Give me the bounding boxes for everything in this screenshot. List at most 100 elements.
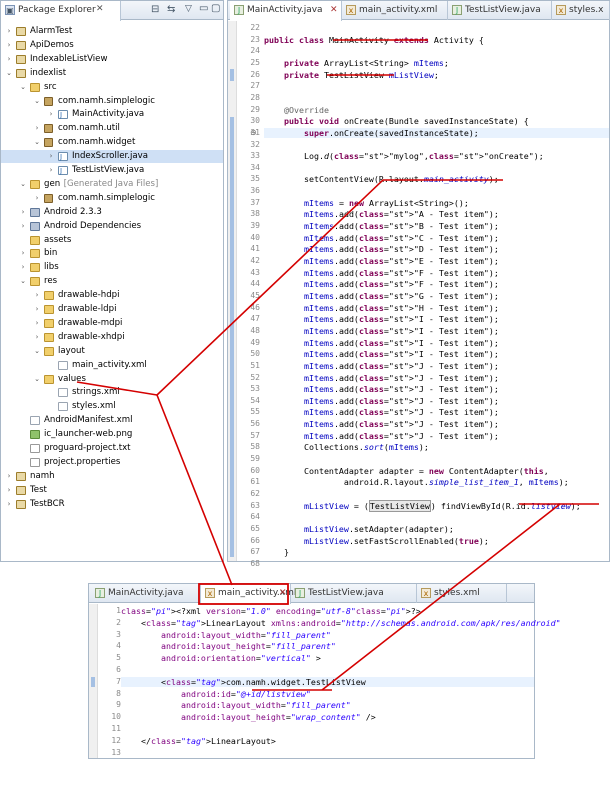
collapse-arrow-icon[interactable]: ›	[49, 166, 53, 174]
tree-item[interactable]: ⌄gen[Generated Java Files]	[1, 178, 223, 191]
tree-item[interactable]: ›TestListView.java	[1, 164, 223, 178]
tree-item[interactable]: main_activity.xml	[1, 359, 223, 372]
tree-item[interactable]: ic_launcher-web.png	[1, 428, 223, 441]
tree-item[interactable]: ⌄com.namh.simplelogic	[1, 95, 223, 108]
line-number: 10	[111, 712, 121, 722]
tree-item-label: Android Dependencies	[44, 220, 142, 231]
expand-icon[interactable]: ⌄	[34, 346, 40, 355]
collapse-arrow-icon[interactable]: ›	[21, 263, 25, 272]
tree-item[interactable]: ⌄values	[1, 373, 223, 386]
expand-icon[interactable]: ⌄	[20, 277, 26, 286]
line-number: 29	[250, 104, 260, 114]
code-line: mListView.setFastScrollEnabled(true);	[303, 535, 489, 546]
line-number: 24	[250, 46, 260, 56]
collapse-arrow-icon[interactable]: ›	[7, 40, 11, 49]
tree-item[interactable]: › Android Dependencies	[1, 220, 223, 233]
tree-item[interactable]: assets	[1, 234, 223, 247]
collapse-arrow-icon[interactable]: ›	[7, 54, 11, 63]
close-tab-icon[interactable]: ✕	[330, 5, 338, 15]
tree-item[interactable]: ›com.namh.simplelogic	[1, 192, 223, 205]
tree-item[interactable]: ⌄src	[1, 81, 223, 94]
tree-item[interactable]: ›libs	[1, 261, 223, 274]
tree-item[interactable]: ›Android 2.3.3	[1, 206, 223, 219]
link-with-editor-icon[interactable]: ⇆	[167, 4, 176, 15]
tree-item[interactable]: ›bin	[1, 247, 223, 260]
line-number: 30	[250, 116, 260, 126]
tree-item[interactable]: ›MainActivity.java	[1, 108, 223, 122]
tree-item[interactable]: › namh	[1, 470, 223, 483]
tree-item[interactable]: ›AlarmTest	[1, 25, 223, 38]
java-icon	[58, 151, 68, 164]
line-number: 39	[250, 221, 260, 231]
tree-item[interactable]: ⌄indexlist	[1, 67, 223, 80]
tree-item[interactable]: ›drawable-mdpi	[1, 317, 223, 330]
collapse-arrow-icon[interactable]: ›	[35, 332, 39, 341]
close-tab-icon[interactable]: ✕	[279, 588, 287, 598]
tree-item[interactable]: ⌄com.namh.widget	[1, 136, 223, 149]
tree-item[interactable]: ›TestBCR	[1, 498, 223, 511]
collapse-arrow-icon[interactable]: ›	[7, 471, 11, 480]
tree-item[interactable]: ⌄layout	[1, 345, 223, 358]
package-explorer-tab[interactable]: ▣ Package Explorer	[1, 1, 121, 21]
tree-item[interactable]: ›IndexScroller.java	[1, 150, 223, 164]
project-icon	[16, 54, 26, 64]
expand-icon[interactable]: ⌄	[20, 179, 26, 188]
line-number: 25	[250, 57, 260, 67]
collapse-arrow-icon[interactable]: ›	[21, 221, 25, 230]
expand-icon[interactable]: ⌄	[6, 68, 12, 77]
fold-icon[interactable]: ⊖	[250, 128, 257, 137]
tree-item[interactable]: ›drawable-xhdpi	[1, 331, 223, 344]
expand-icon[interactable]: ⌄	[34, 96, 40, 105]
line-number: 60	[250, 465, 260, 475]
collapse-arrow-icon[interactable]: ›	[21, 207, 25, 216]
collapse-arrow-icon[interactable]: ›	[7, 499, 11, 508]
tree-item[interactable]: proguard-project.txt	[1, 442, 223, 455]
collapse-all-icon[interactable]: ⊟	[151, 4, 160, 15]
tree-item[interactable]: ›ApiDemos	[1, 39, 223, 52]
close-icon[interactable]: ✕	[96, 4, 104, 14]
tree-item[interactable]: ›IndexableListView	[1, 53, 223, 66]
minimize-icon[interactable]: ▭	[199, 3, 209, 14]
tree-item-label: namh	[30, 470, 55, 481]
tree-item[interactable]: ›drawable-ldpi	[1, 303, 223, 316]
line-number: 36	[250, 186, 260, 196]
tree-item[interactable]: ›drawable-hdpi	[1, 289, 223, 302]
line-number: 12	[111, 735, 121, 745]
collapse-arrow-icon[interactable]: ›	[21, 249, 25, 258]
collapse-arrow-icon[interactable]: ›	[35, 318, 39, 327]
editor-tab-label: TestListView.java	[308, 588, 384, 598]
expand-icon[interactable]: ⌄	[34, 374, 40, 383]
collapse-arrow-icon[interactable]: ›	[35, 305, 39, 313]
tree-item[interactable]: project.properties	[1, 456, 223, 469]
view-menu-icon[interactable]: ▽	[185, 4, 192, 14]
collapse-arrow-icon[interactable]: ›	[35, 193, 39, 202]
tree-item[interactable]: ›com.namh.util	[1, 122, 223, 135]
tree-item[interactable]: ›Test	[1, 484, 223, 497]
expand-icon[interactable]: ⌄	[20, 82, 26, 91]
tree-item[interactable]: styles.xml	[1, 400, 223, 413]
line-number: 33	[250, 151, 260, 161]
maximize-icon[interactable]: ▢	[211, 3, 221, 14]
collapse-arrow-icon[interactable]: ›	[35, 291, 39, 300]
line-number: 57	[250, 430, 260, 440]
tree-item[interactable]: ⌄res	[1, 275, 223, 288]
expand-icon[interactable]: ⌄	[34, 138, 40, 147]
collapse-arrow-icon[interactable]: ›	[35, 124, 39, 133]
line-number: 46	[250, 302, 260, 312]
collapse-arrow-icon[interactable]: ›	[49, 110, 53, 119]
collapse-arrow-icon[interactable]: ›	[7, 485, 11, 494]
collapse-arrow-icon[interactable]: ›	[49, 152, 53, 161]
tree-item[interactable]: strings.xml	[1, 386, 223, 399]
xml-icon	[30, 416, 40, 426]
tree-item[interactable]: AndroidManifest.xml	[1, 414, 223, 427]
collapse-arrow-icon[interactable]: ›	[7, 27, 11, 35]
java-file-icon: J	[95, 588, 105, 598]
